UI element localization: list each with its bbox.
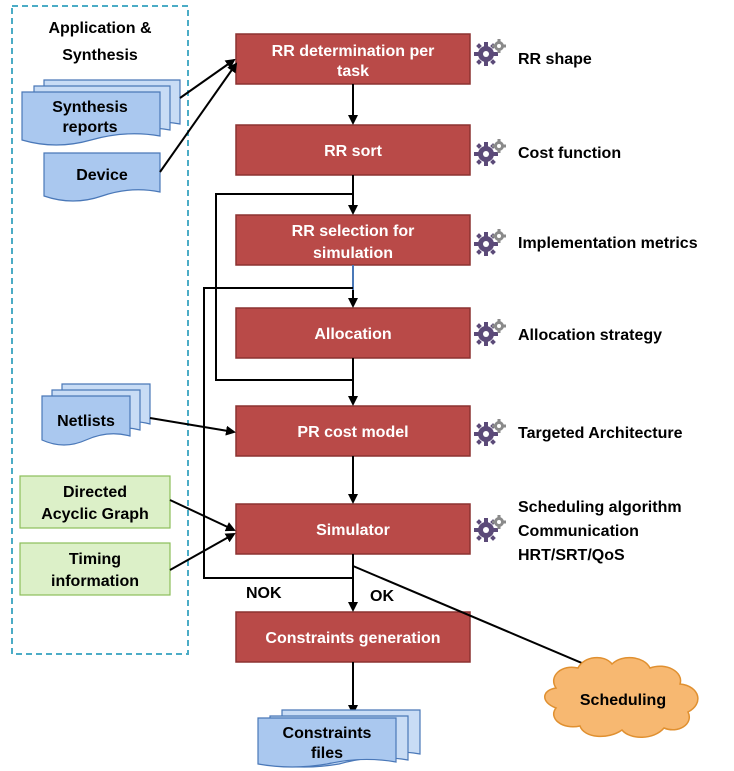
gear-icon xyxy=(474,139,506,166)
application-synthesis-group xyxy=(11,5,189,655)
feedback-loop-nok xyxy=(203,287,353,579)
svg-text:simulation: simulation xyxy=(313,245,393,262)
group-title-line2: Synthesis xyxy=(62,47,138,64)
gear-icon xyxy=(474,229,506,256)
param-scheduling-line3: HRT/SRT/QoS xyxy=(518,547,625,564)
param-rr-shape: RR shape xyxy=(518,51,592,68)
constraints-files-line1: Constraints xyxy=(283,725,372,742)
netlists-doc: Netlists xyxy=(41,383,151,446)
param-allocation-strategy: Allocation strategy xyxy=(518,327,662,344)
scheduling-label: Scheduling xyxy=(580,692,666,709)
netlists-label: Netlists xyxy=(57,413,115,430)
arrow-netlists-to-pr xyxy=(149,417,236,436)
svg-text:RR determination per: RR determination per xyxy=(272,43,435,60)
step-rr-sort: RR sort xyxy=(235,124,471,176)
timing-line2: information xyxy=(51,573,139,590)
svg-text:RR sort: RR sort xyxy=(324,143,382,160)
step-pr-cost-model: PR cost model xyxy=(235,405,471,457)
step-allocation: Allocation xyxy=(235,307,471,359)
constraints-files-doc: Constraints files xyxy=(257,709,421,768)
timing-input: Timing information xyxy=(19,542,171,596)
timing-line1: Timing xyxy=(69,551,121,568)
edge-label-nok: NOK xyxy=(246,585,282,602)
step-rr-determination: RR determination per task xyxy=(235,33,471,85)
step-rr-selection: RR selection for simulation xyxy=(235,214,471,266)
svg-text:RR selection for: RR selection for xyxy=(292,223,415,240)
constraints-files-line2: files xyxy=(311,745,343,762)
arrow-timing-to-simulator xyxy=(169,533,236,571)
device-doc: Device xyxy=(43,152,161,202)
svg-text:task: task xyxy=(337,63,369,80)
edge-label-ok: OK xyxy=(370,588,394,605)
param-cost-function: Cost function xyxy=(518,145,621,162)
synthesis-reports-doc: Synthesis reports xyxy=(21,79,181,146)
param-implementation-metrics: Implementation metrics xyxy=(518,235,698,252)
synthesis-reports-line1: Synthesis xyxy=(52,99,128,116)
step-simulator: Simulator xyxy=(235,503,471,555)
arrow-synthesis-to-determination xyxy=(179,58,236,99)
param-scheduling-line1: Scheduling algorithm xyxy=(518,499,682,516)
param-scheduling-line2: Communication xyxy=(518,523,639,540)
svg-text:Allocation: Allocation xyxy=(314,326,391,343)
synthesis-reports-line2: reports xyxy=(62,119,117,136)
arrow-dag-to-simulator xyxy=(169,499,236,532)
arrow-device-to-determination xyxy=(159,62,238,173)
svg-text:Constraints generation: Constraints generation xyxy=(265,630,440,647)
gear-icon xyxy=(474,319,506,346)
feedback-loop-inner xyxy=(215,193,354,381)
step-constraints-generation: Constraints generation xyxy=(235,611,471,663)
dag-line2: Acyclic Graph xyxy=(41,506,149,523)
gear-icon xyxy=(474,515,506,542)
device-label: Device xyxy=(76,167,128,184)
dag-line1: Directed xyxy=(63,484,127,501)
group-title-line1: Application & xyxy=(48,20,152,37)
gear-icon xyxy=(474,419,506,446)
dag-input: Directed Acyclic Graph xyxy=(19,475,171,529)
gear-icon xyxy=(474,39,506,66)
scheduling-cloud: Scheduling xyxy=(544,656,699,738)
param-targeted-architecture: Targeted Architecture xyxy=(518,425,683,442)
svg-text:PR cost model: PR cost model xyxy=(297,424,408,441)
svg-text:Simulator: Simulator xyxy=(316,522,390,539)
